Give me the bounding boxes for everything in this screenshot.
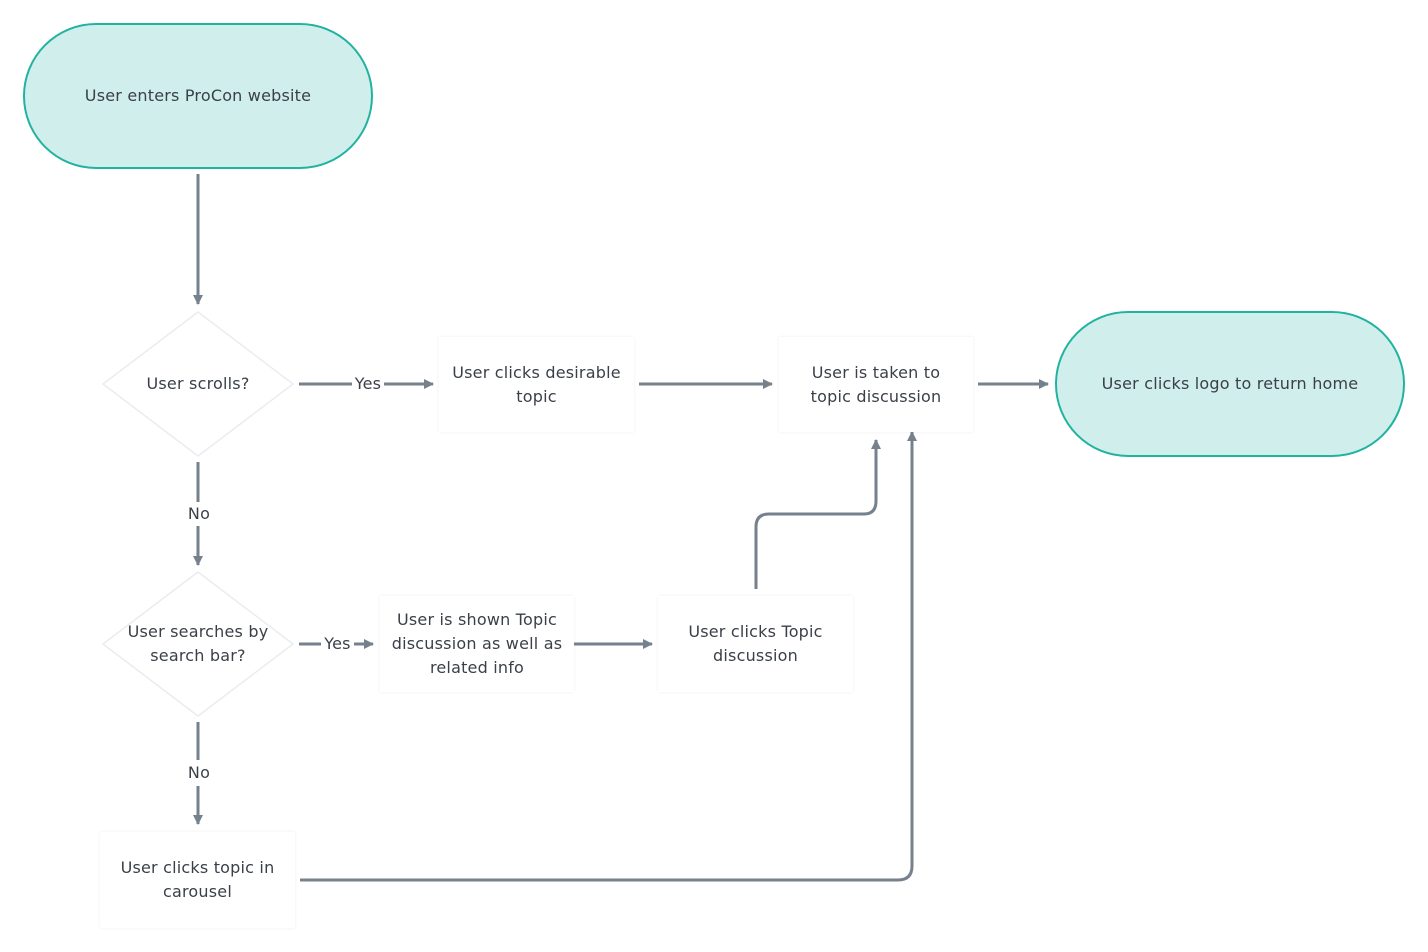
edge-carousel-to-taken xyxy=(300,431,917,882)
decision-scroll-diamond xyxy=(101,311,295,457)
process-taken-to-topic-label: User is taken to topic discussion xyxy=(810,362,942,406)
start-terminal: User enters ProCon website xyxy=(23,23,373,169)
edge-label-search-no: No xyxy=(183,763,215,783)
edge-label-scroll-yes: Yes xyxy=(352,374,384,394)
process-clicks-carousel: User clicks topic in carousel xyxy=(100,832,295,928)
end-label: User clicks logo to return home xyxy=(1101,374,1359,393)
process-shown-topic: User is shown Topic discussion as well a… xyxy=(380,596,574,692)
process-clicks-topic-discussion-label: User clicks Topic discussion xyxy=(688,622,823,665)
decision-search: User searches by search bar? xyxy=(100,569,296,719)
end-terminal: User clicks logo to return home xyxy=(1055,311,1405,457)
edge-clicks-to-taken xyxy=(754,439,881,589)
decision-search-diamond xyxy=(101,571,295,717)
process-shown-topic-label: User is shown Topic discussion as well a… xyxy=(391,610,563,677)
start-label: User enters ProCon website xyxy=(84,86,312,105)
process-taken-to-topic: User is taken to topic discussion xyxy=(779,337,973,432)
process-clicks-carousel-label: User clicks topic in carousel xyxy=(120,858,275,901)
process-clicks-topic-discussion: User clicks Topic discussion xyxy=(658,596,853,692)
decision-search-label: User searches by search bar? xyxy=(127,622,269,665)
decision-scroll-label: User scrolls? xyxy=(146,374,250,393)
decision-scroll: User scrolls? xyxy=(100,309,296,459)
edge-label-scroll-no: No xyxy=(183,504,215,524)
process-clicks-desirable: User clicks desirable topic xyxy=(439,337,634,432)
process-clicks-desirable-label: User clicks desirable topic xyxy=(452,362,621,406)
edge-label-search-yes: Yes xyxy=(321,634,354,654)
